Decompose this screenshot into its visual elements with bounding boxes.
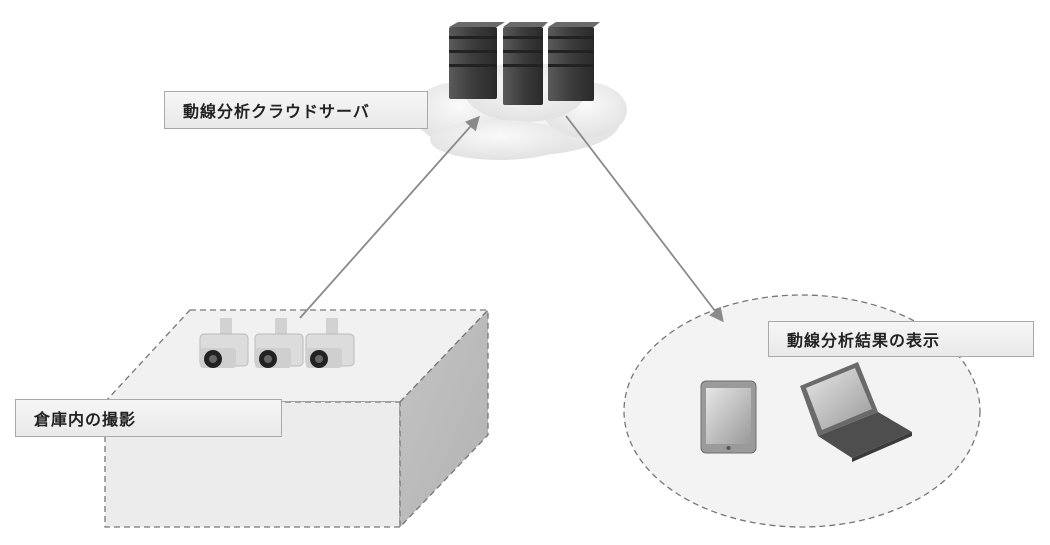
- display-label: 動線分析結果の表示: [768, 321, 1034, 357]
- server-icon: [548, 22, 600, 101]
- arrow-cloud-to-display: [566, 116, 722, 320]
- tablet-icon: [701, 381, 756, 453]
- capture-label: 倉庫内の撮影: [15, 399, 282, 437]
- cloud-server-label-text: 動線分析クラウドサーバ: [183, 98, 370, 122]
- server-rack: [449, 22, 600, 105]
- arrow-capture-to-cloud: [300, 118, 478, 318]
- display-label-text: 動線分析結果の表示: [787, 327, 940, 351]
- capture-label-text: 倉庫内の撮影: [34, 406, 136, 430]
- server-icon: [503, 22, 548, 105]
- camera-group: [200, 318, 354, 368]
- server-icon: [449, 22, 505, 99]
- cloud-server-label: 動線分析クラウドサーバ: [164, 91, 428, 129]
